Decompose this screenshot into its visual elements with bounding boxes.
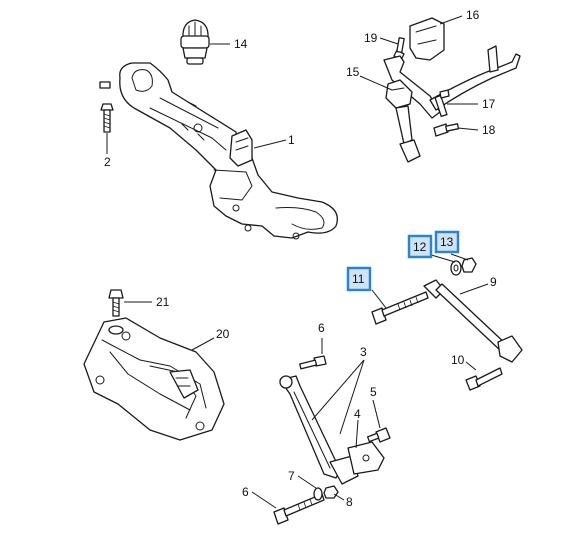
part-21-bolt[interactable] — [108, 289, 124, 317]
leader-lines — [106, 15, 489, 509]
callout-7: 7 — [288, 469, 295, 483]
part-12-washer[interactable] — [450, 260, 462, 276]
part-18-bolt[interactable] — [433, 123, 460, 137]
part-7-washer[interactable] — [313, 487, 323, 501]
callout-6-lower: 6 — [242, 485, 249, 499]
highlight-box-11 — [346, 266, 372, 292]
part-1-front-subframe[interactable] — [99, 62, 339, 240]
part-9-strut-rod[interactable] — [423, 279, 523, 363]
part-2-bolt[interactable] — [100, 103, 114, 133]
part-8-nut[interactable] — [323, 485, 339, 499]
part-20-mount-bracket[interactable] — [83, 317, 225, 441]
callout-1: 1 — [288, 133, 295, 147]
callout-5: 5 — [370, 385, 377, 399]
part-11-long-bolt[interactable] — [371, 291, 429, 325]
part-16-bracket[interactable] — [409, 17, 445, 61]
callout-14: 14 — [234, 37, 248, 51]
callout-11: 11 — [352, 272, 365, 286]
callout-10: 10 — [451, 353, 465, 367]
callout-20: 20 — [216, 327, 230, 341]
callout-9: 9 — [490, 275, 497, 289]
part-13-nut[interactable] — [461, 257, 477, 273]
part-14-rubber-mount[interactable] — [180, 19, 210, 65]
part-15-stabilizer-bar[interactable] — [383, 45, 521, 163]
callout-12: 12 — [413, 240, 427, 254]
part-5-bolt[interactable] — [366, 427, 391, 443]
callout-21: 21 — [156, 295, 170, 309]
part-6-bolt-lower[interactable] — [273, 493, 325, 525]
callout-13: 13 — [440, 235, 454, 249]
part-4-bracket[interactable] — [347, 441, 385, 475]
callout-3: 3 — [360, 345, 367, 359]
highlight-box-13 — [434, 230, 460, 254]
callout-19: 19 — [364, 31, 378, 45]
part-6-bolt-upper[interactable] — [299, 355, 327, 370]
callout-16: 16 — [466, 8, 480, 22]
highlight-box-12 — [407, 234, 433, 259]
callout-4: 4 — [354, 407, 361, 421]
callout-6-upper: 6 — [318, 321, 325, 335]
callout-18: 18 — [482, 123, 496, 137]
callout-15: 15 — [346, 65, 360, 79]
part-17-bolt[interactable] — [434, 89, 450, 118]
callout-2: 2 — [104, 155, 111, 169]
callout-8: 8 — [346, 495, 353, 509]
callout-17: 17 — [482, 97, 496, 111]
part-10-bolt[interactable] — [465, 367, 503, 391]
part-3-lower-arm[interactable] — [279, 375, 359, 485]
